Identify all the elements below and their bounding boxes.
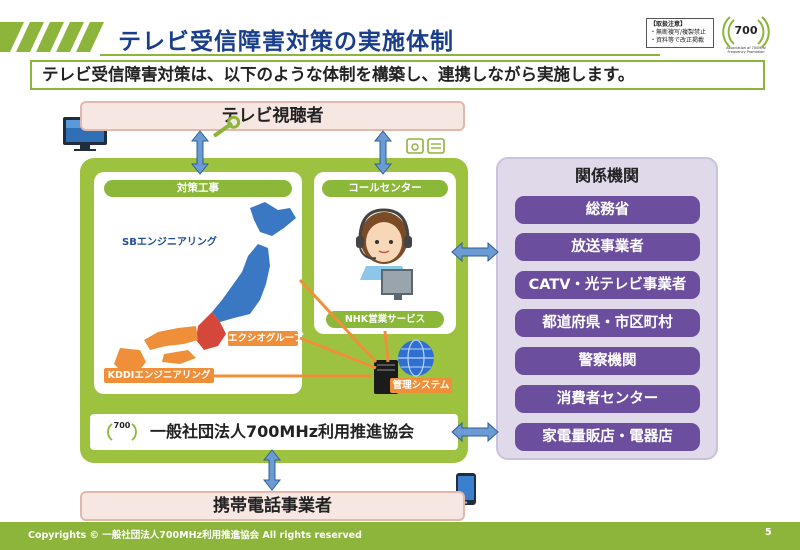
link-sb-system — [298, 278, 378, 364]
link-callcenter-system — [383, 330, 390, 363]
page-title: テレビ受信障害対策の実施体制 — [118, 29, 454, 55]
logo-waves-icon — [722, 16, 770, 48]
call-center-title: コールセンター — [322, 180, 448, 197]
association-name: 一般社団法人700MHz利用推進協会 — [150, 422, 415, 441]
title-underline — [100, 54, 660, 56]
association-logo-icon — [107, 423, 137, 441]
operator-icon — [356, 208, 413, 300]
agency-item: 家電量販店・電器店 — [515, 423, 700, 451]
telephone-fax-icon — [406, 138, 445, 154]
footer-bar — [0, 522, 800, 550]
arrow-viewers-callcenter — [373, 130, 393, 175]
japan-map-icon — [106, 202, 296, 375]
handling-notice: 【取扱注意】 ・無断複写/複製禁止 ・資料等で改正掲載 — [646, 18, 714, 48]
link-exeo-system — [299, 336, 377, 370]
agency-item: 総務省 — [515, 196, 700, 224]
agency-item: CATV・光テレビ事業者 — [515, 271, 700, 299]
logo-caption: Association of 700MHz Frequency Promotio… — [726, 46, 766, 54]
wrench-icon — [213, 115, 241, 138]
arrow-callcenter-agencies — [451, 241, 499, 263]
copyright-text: Copyrights © 一般社団法人700MHz利用推進協会 All righ… — [28, 530, 362, 541]
kddi-engineering-label: KDDIエンジニアリング — [104, 368, 214, 383]
agency-item: 警察機関 — [515, 347, 700, 375]
association-logo: 700 Association of 700MHz Frequency Prom… — [718, 14, 774, 56]
association-bar: 700 一般社団法人700MHz利用推進協会 — [90, 414, 458, 450]
notice-line: 【取扱注意】 — [650, 21, 687, 28]
association-logo-number: 700 — [113, 421, 131, 430]
mobile-carriers-bar: 携帯電話事業者 — [80, 491, 465, 521]
sb-engineering-label: SBエンジニアリング — [122, 237, 217, 248]
management-system-label: 管理システム — [390, 378, 452, 393]
header-stripe-decoration — [0, 22, 130, 52]
nhk-service-label: NHK営業サービス — [326, 311, 444, 328]
arrow-association-agencies — [451, 421, 499, 443]
notice-line: ・無断複写/複製禁止 — [650, 29, 707, 36]
subtitle: テレビ受信障害対策は、以下のような体制を構築し、連携しながら実施します。 — [30, 60, 765, 90]
agency-item: 消費者センター — [515, 385, 700, 413]
arrow-viewers-countermeasure — [190, 130, 210, 175]
tv-viewers-bar: テレビ視聴者 — [80, 101, 465, 131]
logo-number: 700 — [734, 24, 758, 37]
countermeasure-title: 対策工事 — [104, 180, 292, 197]
related-agencies-title: 関係機関 — [574, 166, 639, 185]
notice-line: ・資料等で改正掲載 — [650, 37, 705, 44]
exeo-group-label: エクシオグループ — [228, 331, 304, 346]
agency-item: 都道府県・市区町村 — [515, 309, 700, 337]
arrow-association-carriers — [262, 449, 282, 491]
page-number: 5 — [765, 527, 772, 538]
agency-item: 放送事業者 — [515, 233, 700, 261]
